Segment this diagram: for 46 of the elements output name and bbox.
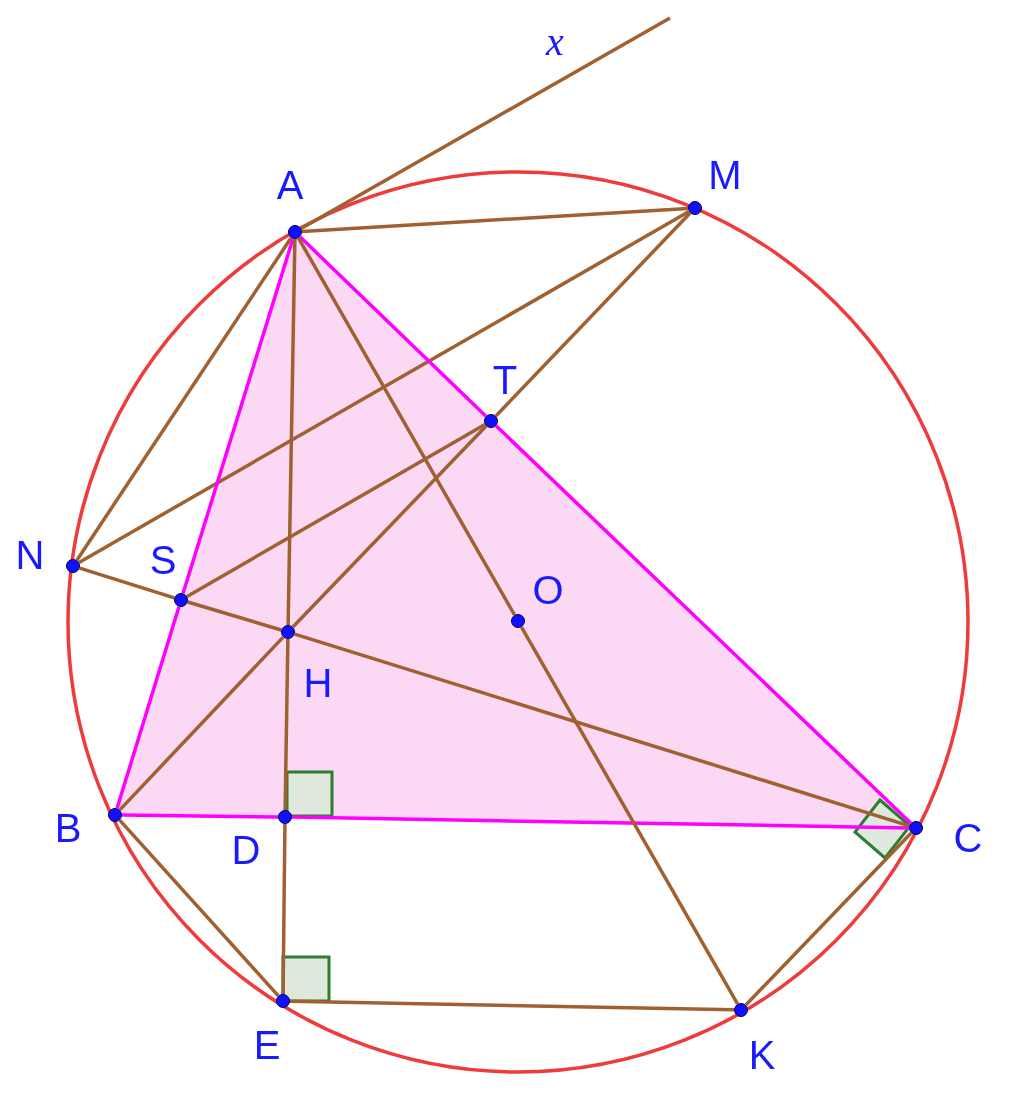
segment <box>118 819 280 997</box>
segment <box>283 638 290 811</box>
segment <box>494 424 913 825</box>
segment <box>281 824 287 994</box>
segment <box>744 831 913 1007</box>
point-dot <box>688 201 702 215</box>
segment <box>118 635 285 812</box>
segment <box>301 206 689 234</box>
ray <box>300 16 671 231</box>
segment <box>187 600 282 632</box>
point-label: A <box>276 165 304 205</box>
point-label: E <box>253 1025 281 1065</box>
segment <box>289 999 735 1012</box>
point-dot <box>734 1003 748 1017</box>
segment <box>121 813 279 819</box>
segment <box>294 632 910 828</box>
segment <box>79 566 175 600</box>
segment <box>181 238 295 594</box>
segment <box>298 235 488 418</box>
point-dot <box>278 810 292 824</box>
ray-label: x <box>546 22 564 62</box>
segment <box>291 815 910 830</box>
point-label: N <box>15 535 45 575</box>
point-label: H <box>303 663 333 703</box>
segment <box>78 209 690 565</box>
segment <box>186 423 486 598</box>
point-label: D <box>231 830 261 870</box>
segment <box>494 211 692 418</box>
segment <box>296 237 517 616</box>
point-dot <box>276 994 290 1008</box>
point-dot <box>288 225 302 239</box>
point-label: C <box>953 818 983 858</box>
point-label: M <box>708 155 742 195</box>
segment <box>519 626 740 1005</box>
point-label: T <box>492 360 518 400</box>
point-dot <box>66 559 80 573</box>
point-label: O <box>532 570 564 610</box>
segment <box>286 238 297 626</box>
segment <box>291 424 488 629</box>
segment <box>75 236 293 562</box>
point-label: S <box>149 540 177 580</box>
point-dot <box>174 593 188 607</box>
point-dot <box>108 808 122 822</box>
point-label: K <box>748 1035 776 1075</box>
segment <box>115 606 181 809</box>
point-label: B <box>54 808 82 848</box>
